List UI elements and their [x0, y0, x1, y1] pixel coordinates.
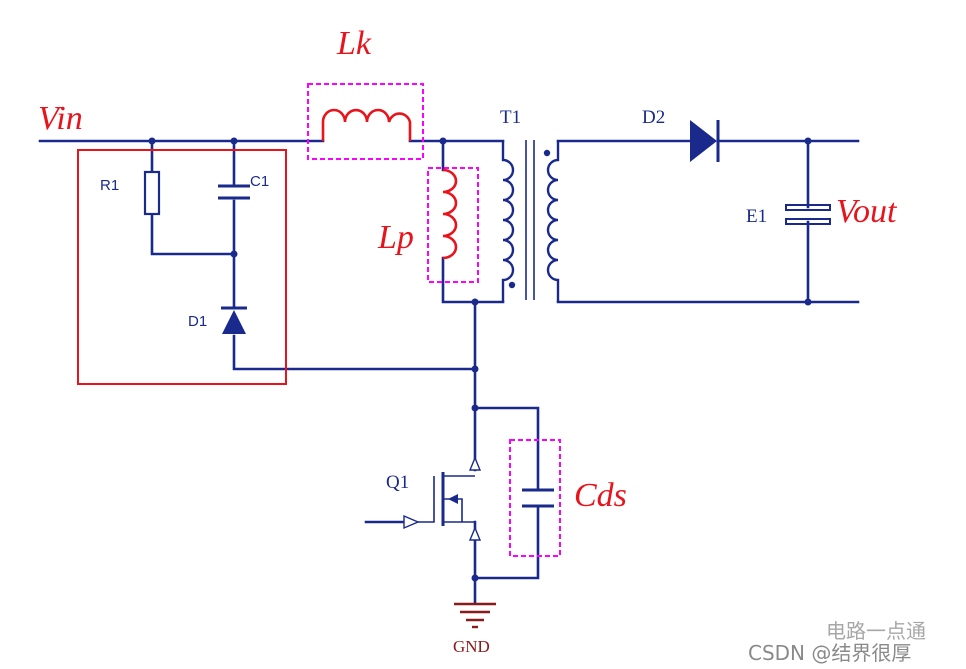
junctions [148, 137, 812, 582]
drain-source-capacitance-cds: Cds [509, 439, 627, 557]
wires [38, 139, 860, 604]
source-arrow-icon [468, 526, 482, 541]
junction-dot [471, 404, 479, 412]
d1-wire [232, 334, 477, 371]
r1-label: R1 [100, 177, 119, 194]
junction-dot [804, 298, 812, 306]
e1-plate-top [785, 204, 831, 211]
watermark-line2: CSDN @结界很厚 [748, 641, 911, 665]
c1-label: C1 [250, 173, 269, 190]
watermark: 电路一点通 CSDN @结界很厚 [748, 619, 926, 665]
cds-bottom-wire [473, 506, 540, 580]
junction-dot [148, 137, 156, 145]
t1-primary-coil [501, 141, 515, 302]
t1-dot-primary [508, 281, 516, 289]
cds-label: Cds [574, 477, 627, 514]
e1-label: E1 [746, 206, 767, 227]
watermark-line1: 电路一点通 [826, 619, 926, 643]
t1-dot-secondary [543, 149, 551, 157]
ground-symbol: GND [453, 602, 496, 656]
q1-body-arrow-icon [448, 494, 458, 504]
cds-dashed-box [509, 439, 561, 557]
lp-wire [441, 139, 505, 304]
q1-body-lead [443, 498, 463, 522]
gnd-label: GND [453, 637, 490, 656]
t1-label: T1 [500, 107, 521, 128]
junction-dot [804, 137, 812, 145]
lp-coil [442, 168, 458, 260]
r1-resistor [143, 170, 161, 216]
junction-dot [230, 137, 238, 145]
junction-dot [471, 574, 479, 582]
junction-dot [471, 365, 479, 373]
junction-dot [471, 298, 479, 306]
e1-plate-bottom [785, 218, 831, 225]
d2-label: D2 [642, 107, 665, 128]
transformer-t1: T1 [500, 107, 560, 302]
mosfet-q1: Q1 [386, 456, 482, 541]
d2-triangle [690, 120, 717, 162]
rcd-clamp: R1 C1 D1 [77, 149, 287, 385]
cds-top-wire [473, 406, 540, 490]
leakage-inductor-lk: Lk [307, 25, 424, 160]
diode-d2: D2 [642, 107, 720, 162]
lk-coil [321, 108, 412, 141]
lk-dashed-box [307, 83, 424, 160]
t1-secondary-coil [546, 141, 560, 302]
lp-label: Lp [377, 219, 414, 256]
r1-wire [150, 139, 236, 256]
lk-label: Lk [336, 25, 372, 62]
vin-label: Vin [38, 100, 83, 137]
d1-label: D1 [188, 313, 207, 330]
vout-label: Vout [836, 193, 898, 230]
magnetizing-inductor-lp: Lp [377, 167, 479, 283]
junction-dot [230, 250, 238, 258]
lp-dashed-box [427, 167, 479, 283]
junction-dot [439, 137, 447, 145]
d1-triangle [222, 310, 246, 334]
gate-arrow-icon [403, 514, 420, 530]
drain-arrow-icon [468, 456, 482, 471]
capacitor-e1: E1 Vout [746, 193, 898, 230]
q1-label: Q1 [386, 472, 409, 493]
rcd-highlight-box [77, 149, 287, 385]
